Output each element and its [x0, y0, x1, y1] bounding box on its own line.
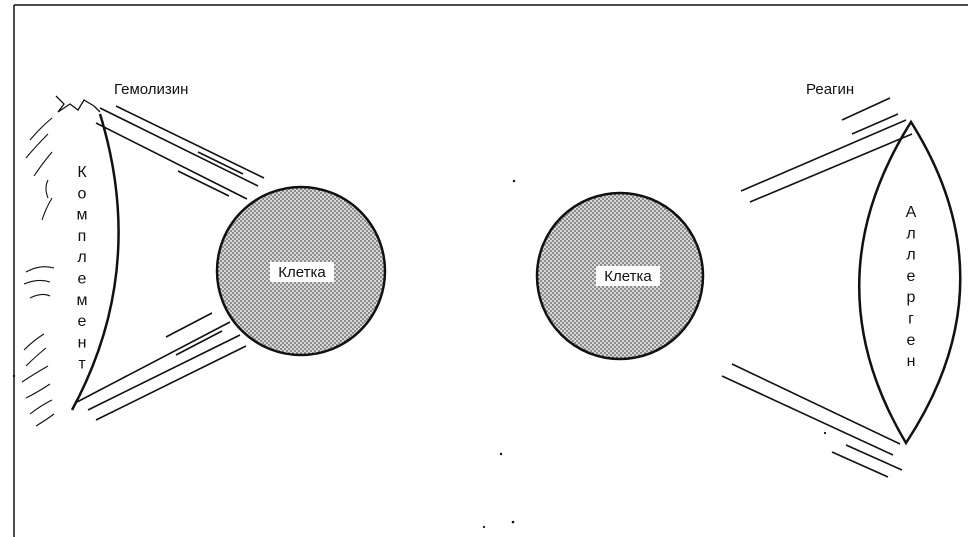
reagin-label: Реагин	[806, 81, 854, 98]
hemolysin-antibody-lower	[77, 313, 246, 420]
allergen-label-letter: н	[907, 353, 916, 370]
complement-label-letter: т	[78, 356, 86, 373]
complement-label-letter: м	[77, 207, 88, 224]
allergen-label-letter: р	[907, 289, 916, 306]
complement-label-letter: н	[78, 334, 87, 351]
stray-specks	[13, 180, 826, 528]
right-cell-label: Клетка	[604, 268, 652, 285]
allergen-label-letter: А	[906, 204, 917, 221]
hemolysin-antibody-upper	[96, 106, 264, 199]
allergen-label-letter: л	[906, 225, 915, 242]
complement-label-letter: п	[78, 228, 87, 245]
complement-label-letter: м	[77, 292, 88, 309]
allergen-label-letter: е	[907, 332, 916, 349]
complement-label-letter: л	[77, 249, 86, 266]
hemolysin-label: Гемолизин	[114, 81, 188, 98]
left-cell-label: Клетка	[278, 264, 326, 281]
complement-hatching	[22, 118, 54, 426]
allergen-label-letter: г	[908, 311, 914, 328]
complement-label-letter: е	[78, 271, 87, 288]
complement-label-letter: е	[78, 313, 87, 330]
reagin-antibody-upper	[741, 98, 912, 202]
allergen-label-letter: е	[907, 268, 916, 285]
complement-label-letter: о	[78, 185, 87, 202]
complement-label-letter: К	[77, 164, 87, 181]
allergen-label-letter: л	[906, 247, 915, 264]
complement-jagged-edge	[56, 96, 100, 112]
